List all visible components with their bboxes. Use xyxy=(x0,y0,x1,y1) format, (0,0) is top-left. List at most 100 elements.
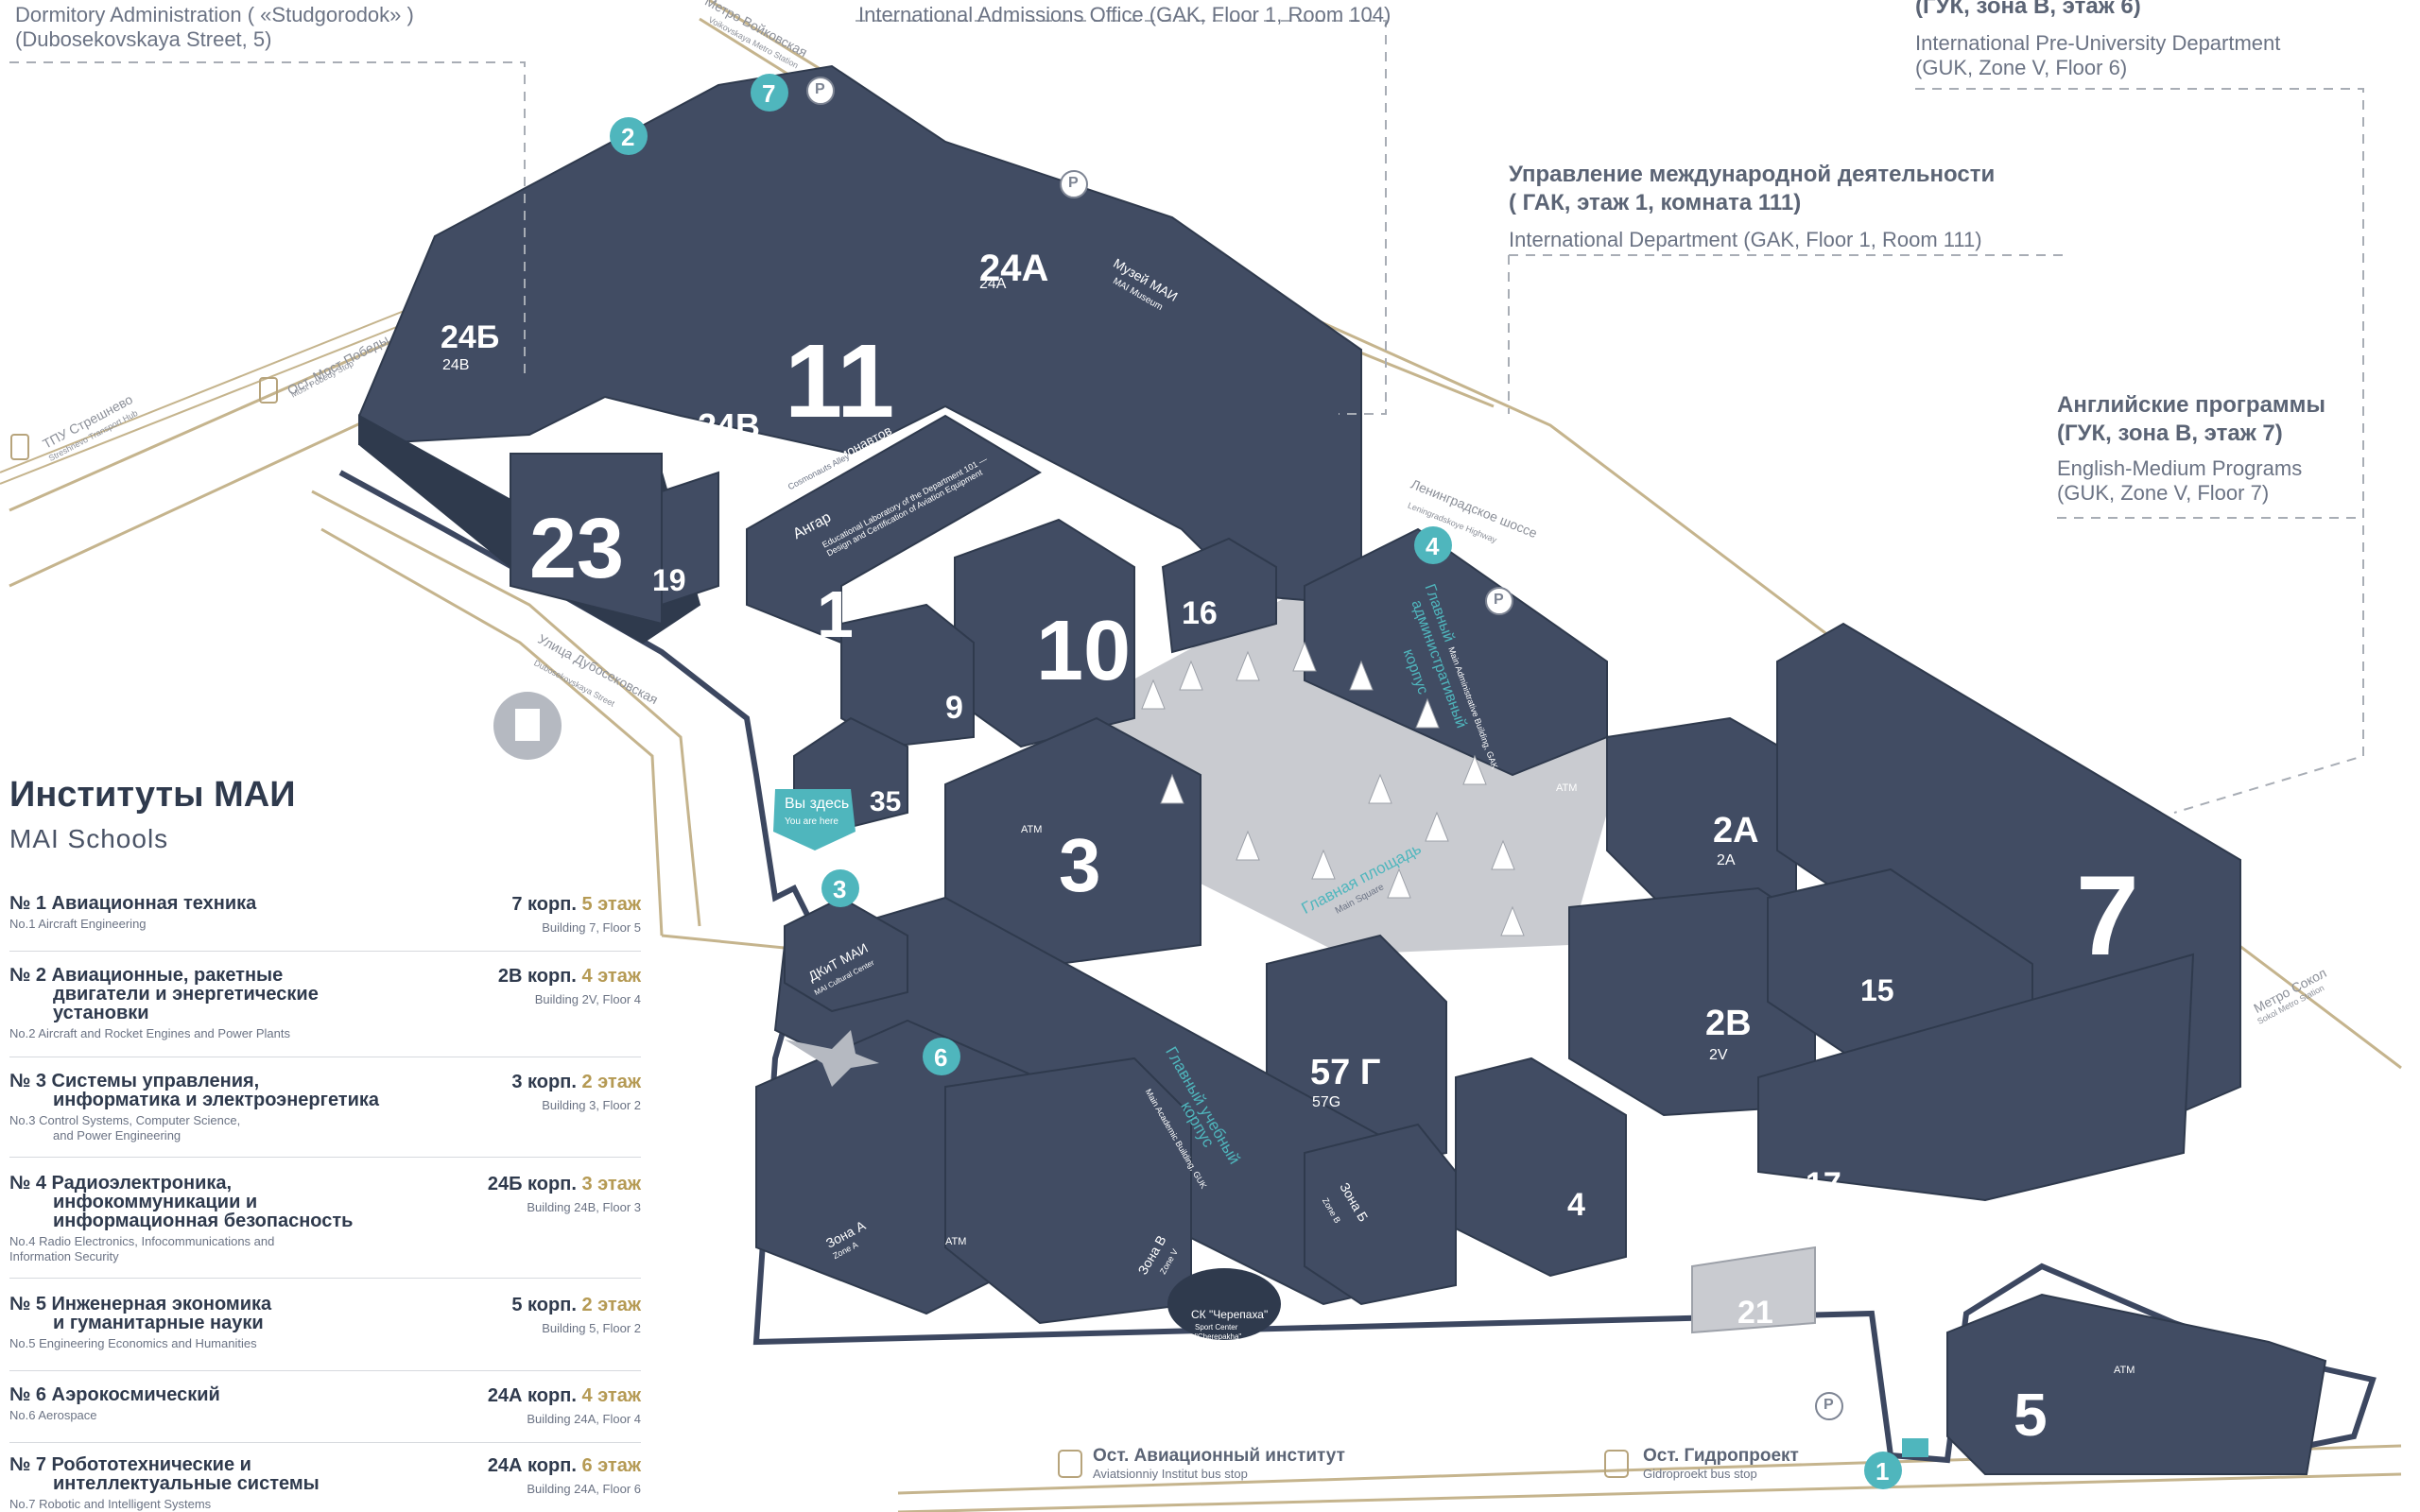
school-markers xyxy=(610,74,1902,1489)
avia-bus-stop-label: Ост. Авиационный институт xyxy=(1093,1446,1345,1466)
building-label-24v-en: 24V xyxy=(700,446,727,462)
turtle-label: СК "Черепаха" xyxy=(1191,1308,1269,1321)
building-label-15: 15 xyxy=(1860,973,1894,1007)
airplane-icon xyxy=(785,1030,879,1087)
school-item-4: № 4 Радиоэлектроника, инфокоммуникации и… xyxy=(9,1174,641,1264)
bus-icon xyxy=(1058,1450,1082,1478)
turtle-label-en-2: "Cherepakha" xyxy=(1195,1332,1242,1341)
legend-divider xyxy=(9,951,641,952)
marker-4: 4 xyxy=(1426,532,1440,560)
floor-number: 4 этаж xyxy=(581,966,641,987)
school-building-en: Building 2V, Floor 4 xyxy=(534,992,641,1006)
you-are-here-label: Вы здесь xyxy=(785,796,850,812)
atm-icon: ATM xyxy=(945,1236,967,1247)
school-building-en: Building 3, Floor 2 xyxy=(542,1098,641,1112)
admissions-office-label: International Admissions Office (GAK, Fl… xyxy=(858,3,1392,26)
gidro-bus-stop: Ост. Гидропроект Gidroproekt bus stop xyxy=(1643,1446,1799,1481)
dormitory-admin-address: (Dubosekovskaya Street, 5) xyxy=(15,27,272,51)
you-are-here-label-en: You are here xyxy=(785,816,838,827)
school-building: 2В корп. 4 этаж xyxy=(498,966,641,988)
school-name-en: No.2 Aircraft and Rocket Engines and Pow… xyxy=(9,1026,290,1040)
train-icon xyxy=(10,434,29,460)
parking-icon: P xyxy=(1494,592,1504,608)
building-number: 5 корп. xyxy=(511,1295,577,1315)
school-name-line3: информационная безопасность xyxy=(53,1211,354,1231)
trees xyxy=(1141,641,1525,936)
school-building-en: Building 7, Floor 5 xyxy=(542,920,641,935)
building-label-2v: 2В xyxy=(1705,1004,1752,1043)
school-name-line2: интеллектуальные системы xyxy=(53,1473,320,1494)
legend-divider xyxy=(9,1370,641,1371)
buildings xyxy=(358,64,2327,1475)
atm-icon: ATM xyxy=(1021,824,1043,835)
building-number: 2В корп. xyxy=(497,966,577,987)
marker-2: 2 xyxy=(621,123,635,151)
school-name: № 5 Инженерная экономика xyxy=(9,1294,272,1314)
turtle-sport-center xyxy=(1167,1268,1281,1340)
english-programs-ru-label: Английские программы xyxy=(2057,392,2325,418)
turtle-label-en-1: Sport Center xyxy=(1195,1323,1238,1332)
gidro-bus-stop-label-en: Gidroproekt bus stop xyxy=(1643,1467,1757,1481)
you-are-here-shield xyxy=(773,789,856,850)
school-building: 24А корп. 4 этаж xyxy=(488,1385,641,1407)
school-building-en: Building 24A, Floor 4 xyxy=(527,1412,641,1426)
building-label-10: 10 xyxy=(1036,604,1132,698)
transport-icons xyxy=(10,377,1629,1478)
preuni-en-address: (GUK, Zone V, Floor 6) xyxy=(1915,56,2128,79)
building-label-57g-en: 57G xyxy=(1312,1094,1341,1110)
school-building-en: Building 5, Floor 2 xyxy=(542,1321,641,1335)
avia-bus-stop: Ост. Авиационный институт Aviatsionniy I… xyxy=(1093,1446,1345,1481)
school-name-en: No.3 Control Systems, Computer Science, xyxy=(9,1113,241,1127)
building-label-19: 19 xyxy=(652,563,686,597)
floor-number: 2 этаж xyxy=(581,1072,641,1092)
building-label-24v: 24В xyxy=(698,406,761,445)
parking-icon: P xyxy=(1824,1397,1834,1413)
building-label-35: 35 xyxy=(870,786,902,817)
building-label-21: 21 xyxy=(1737,1295,1773,1331)
building-label-5: 5 xyxy=(2014,1381,2048,1449)
tram-icon xyxy=(259,377,278,404)
intl-dept-ru-address: ( ГАК, этаж 1, комната 111) xyxy=(1509,190,1802,215)
dormitory-admin-label: Dormitory Administration ( «Studgorodok»… xyxy=(15,3,414,26)
english-programs-en-address: (GUK, Zone V, Floor 7) xyxy=(2057,481,2270,505)
building-number: 7 корп. xyxy=(511,894,577,915)
building-label-7: 7 xyxy=(2076,852,2139,979)
marker-3: 3 xyxy=(833,875,847,903)
parking-icon: P xyxy=(1068,175,1079,191)
marker-6: 6 xyxy=(934,1043,948,1072)
school-name: № 3 Системы управления, xyxy=(9,1071,260,1091)
school-building: 3 корп. 2 этаж xyxy=(511,1072,641,1093)
school-building-en: Building 24A, Floor 6 xyxy=(527,1482,641,1496)
school-name: № 2 Авиационные, ракетные xyxy=(9,965,284,986)
school-item-6: № 6 Аэрокосмический No.6 Aerospace 24А к… xyxy=(9,1385,641,1426)
parking-icon: P xyxy=(815,81,825,97)
avia-bus-stop-label-en: Aviatsionniy Institut bus stop xyxy=(1093,1467,1248,1481)
building-21-block xyxy=(1691,1246,1816,1334)
legend-title: Институты МАИ xyxy=(9,775,296,815)
school-name: № 7 Робототехнические и xyxy=(9,1454,251,1475)
english-programs-ru-address: (ГУК, зона В, этаж 7) xyxy=(2057,421,2283,446)
school-building: 5 корп. 2 этаж xyxy=(511,1295,641,1316)
legend-divider xyxy=(9,1442,641,1443)
bus-icon xyxy=(1604,1450,1629,1478)
school-name-en: No.7 Robotic and Intelligent Systems xyxy=(9,1497,212,1511)
building-label-11: 11 xyxy=(785,323,895,439)
school-name-line3: установки xyxy=(53,1003,149,1023)
school-name: № 1 Авиационная техника xyxy=(9,893,257,914)
building-label-2a-en: 2A xyxy=(1717,852,1736,868)
mail-icon xyxy=(1902,1438,1928,1457)
school-name-line2: информатика и электроэнергетика xyxy=(53,1090,380,1110)
school-name-en: No.4 Radio Electronics, Infocommunicatio… xyxy=(9,1234,275,1248)
intl-dept-ru-label: Управление международной деятельности xyxy=(1509,162,1996,187)
building-label-2a: 2А xyxy=(1713,811,1759,850)
building-label-1: 1 xyxy=(817,577,854,651)
school-name-en: No.1 Aircraft Engineering xyxy=(9,917,147,931)
building-number: 3 корп. xyxy=(511,1072,577,1092)
building-label-57g: 57 Г xyxy=(1310,1053,1381,1092)
gidro-bus-stop-label: Ост. Гидропроект xyxy=(1643,1446,1799,1466)
school-name-line2: и гуманитарные науки xyxy=(53,1313,264,1333)
school-name-en-line2: and Power Engineering xyxy=(53,1128,182,1143)
building-number: 24Б корп. xyxy=(487,1174,577,1194)
building-label-3: 3 xyxy=(1059,823,1101,907)
